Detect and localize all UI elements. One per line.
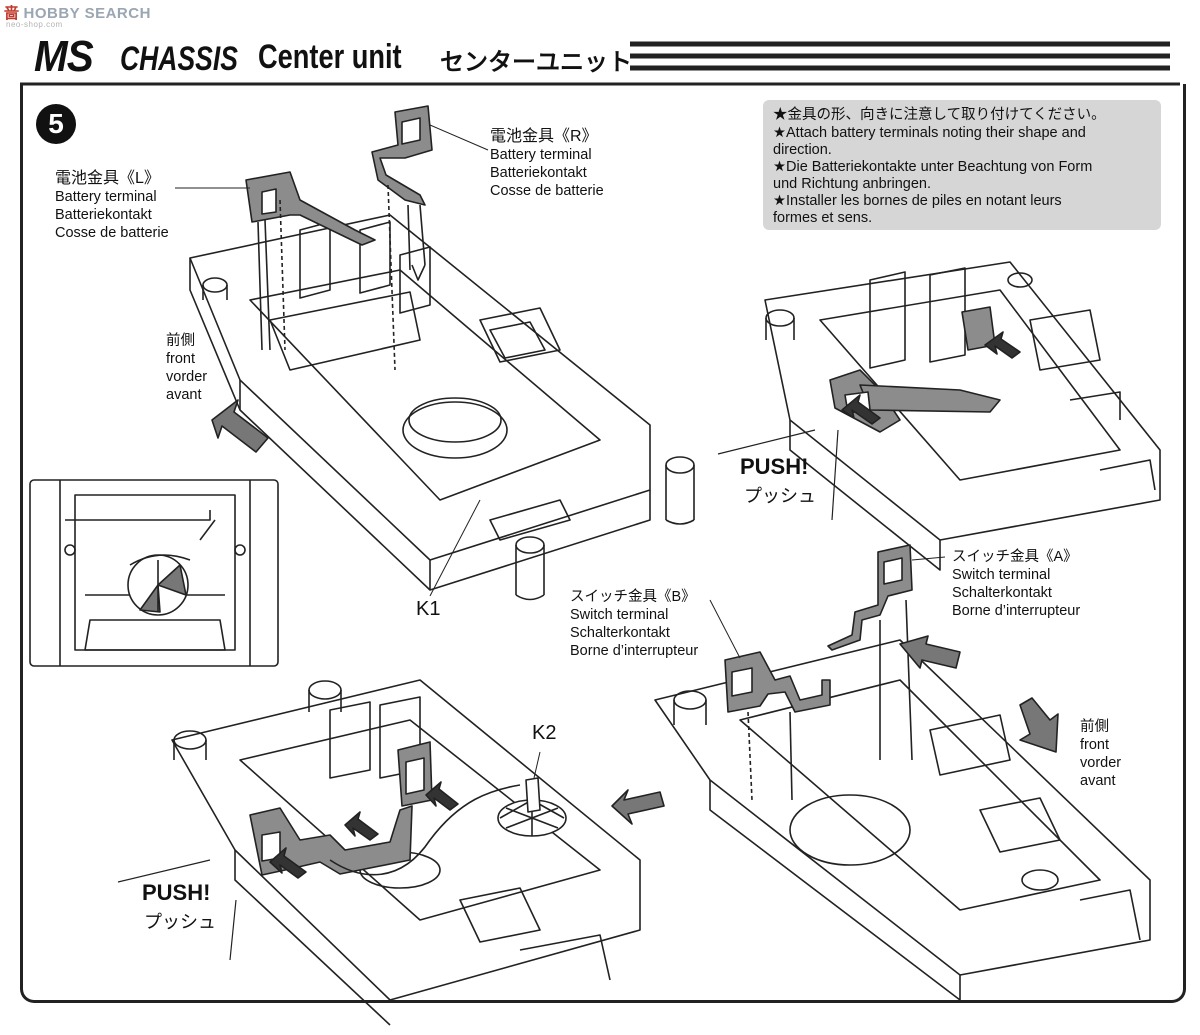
switch-terminal-B-jp: スイッチ金具《B》 <box>570 589 696 605</box>
watermark-logo: 啬 <box>4 5 20 22</box>
switch-terminal-B-fr: Borne d’interrupteur <box>570 643 699 659</box>
chassis-drawing-2 <box>764 261 1161 571</box>
battery-terminal-L-jp: 電池金具《L》 <box>55 170 160 187</box>
switch-terminal-A-label: スイッチ金具《A》 Switch terminal Schalterkontak… <box>952 548 1080 620</box>
chassis-drawing-4 <box>171 679 641 1026</box>
front-arrow-1 <box>211 399 269 453</box>
note-de-2: und Richtung anbringen. <box>773 176 932 192</box>
battery-terminal-L-fr: Cosse de batterie <box>55 225 169 241</box>
note-fr-2: formes et sens. <box>773 210 873 226</box>
push-label-2: PUSH! <box>142 880 211 905</box>
switch-terminal-A-jp: スイッチ金具《A》 <box>952 549 1078 565</box>
page-frame <box>20 84 1186 1003</box>
switch-terminal-A-fr: Borne d’interrupteur <box>952 603 1081 619</box>
title-chassis: CHASSIS <box>120 40 238 78</box>
front-label-1-en: front <box>166 351 196 367</box>
note-fr-1: ★Installer les bornes de piles en notant… <box>773 193 1062 209</box>
switch-terminal-B-label: スイッチ金具《B》 Switch terminal Schalterkontak… <box>570 588 698 660</box>
battery-terminal-L-en: Battery terminal <box>55 189 157 205</box>
front-label-1-fr: avant <box>166 387 202 403</box>
title-stripes <box>630 41 1170 71</box>
part-k2-label: K2 <box>532 722 557 744</box>
switch-terminal-A-drawing <box>827 544 913 761</box>
front-label-1: 前側 front vorder avant <box>166 332 207 404</box>
title-japanese: センターユニット <box>440 49 632 76</box>
battery-terminal-R-jp: 電池金具《R》 <box>490 128 598 145</box>
chassis-drawing-1 <box>189 214 695 601</box>
front-label-2-de: vorder <box>1080 755 1122 771</box>
insert-arrow-A <box>899 635 961 669</box>
battery-terminal-L-de: Batteriekontakt <box>55 207 152 223</box>
battery-terminal-L-drawing <box>245 171 376 351</box>
caution-note: ★金具の形、向きに注意して取り付けてください。 ★Attach battery … <box>763 100 1161 230</box>
switch-terminal-A-de: Schalterkontakt <box>952 585 1052 601</box>
front-label-2-fr: avant <box>1080 773 1116 789</box>
battery-terminal-R-de: Batteriekontakt <box>490 165 587 181</box>
battery-terminal-R-en: Battery terminal <box>490 147 592 163</box>
step-number: 5 <box>36 104 76 144</box>
push-arrow-3 <box>269 847 307 879</box>
front-label-1-de: vorder <box>166 369 208 385</box>
watermark-sub: neo-shop.com <box>6 20 63 29</box>
push-label-1-jp: プッシュ <box>744 486 816 506</box>
title-center-unit: Center unit <box>258 38 402 76</box>
battery-terminal-L-label: 電池金具《L》 Battery terminal Batteriekontakt… <box>55 170 169 242</box>
push-label-2-jp: プッシュ <box>144 912 216 932</box>
push-arrow-4 <box>344 811 379 841</box>
title-ms: MS <box>34 32 94 81</box>
note-en-1: ★Attach battery terminals noting their s… <box>773 125 1086 141</box>
part-k1-label: K1 <box>416 598 441 620</box>
switch-terminal-B-en: Switch terminal <box>570 607 669 623</box>
push-arrow-1 <box>841 394 881 425</box>
watermark-site: HOBBY SEARCH <box>23 5 151 22</box>
note-en-2: direction. <box>773 142 832 158</box>
battery-terminal-R-fr: Cosse de batterie <box>490 183 604 199</box>
switch-terminal-B-de: Schalterkontakt <box>570 625 670 641</box>
front-label-1-jp: 前側 <box>166 333 195 349</box>
switch-terminal-A-en: Switch terminal <box>952 567 1051 583</box>
note-jp: ★金具の形、向きに注意して取り付けてください。 <box>773 107 1106 123</box>
front-arrow-2 <box>1019 697 1059 753</box>
front-label-2: 前側 front vorder avant <box>1080 718 1121 790</box>
front-label-2-en: front <box>1080 737 1110 753</box>
push-arrow-2 <box>984 331 1021 359</box>
push-label-1: PUSH! <box>740 454 809 479</box>
front-label-2-jp: 前側 <box>1080 719 1109 735</box>
chassis-drawing-3 <box>654 639 1151 1001</box>
k2-part-drawing <box>497 751 567 837</box>
note-de-1: ★Die Batteriekontakte unter Beachtung vo… <box>773 159 1093 175</box>
inset-motor-view <box>29 479 279 667</box>
battery-terminal-R-label: 電池金具《R》 Battery terminal Batteriekontakt… <box>490 128 604 200</box>
switch-terminal-B-drawing <box>724 651 831 801</box>
battery-terminal-R-drawing <box>371 105 433 371</box>
push-arrow-5 <box>425 781 459 811</box>
insert-arrow-K2 <box>611 789 665 825</box>
